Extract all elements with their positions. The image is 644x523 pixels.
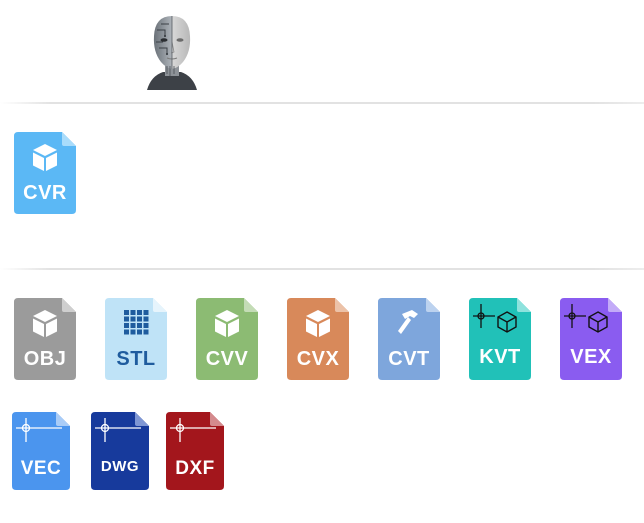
cube-icon: [196, 298, 258, 380]
file-type-label: CVT: [388, 348, 430, 370]
cvv-file-icon[interactable]: CVV: [196, 298, 258, 380]
crosshair-cube-icon: [469, 298, 531, 380]
file-type-label: STL: [116, 348, 156, 370]
stl-file-icon[interactable]: STL: [105, 298, 167, 380]
kvt-file-icon[interactable]: KVT: [469, 298, 531, 380]
vex-file-icon[interactable]: VEX: [560, 298, 622, 380]
section-divider: [0, 268, 644, 270]
crosshair-cube-icon: [560, 298, 622, 380]
file-type-label: OBJ: [23, 348, 67, 370]
cvt-file-icon[interactable]: CVT: [378, 298, 440, 380]
hammer-icon: [378, 298, 440, 380]
dxf-file-icon[interactable]: DXF: [166, 412, 224, 490]
crosshair-icon: [12, 412, 70, 490]
file-type-label: VEX: [570, 346, 612, 368]
cube-icon: [14, 298, 76, 380]
file-type-label: CVR: [23, 182, 67, 204]
crosshair-icon: [166, 412, 224, 490]
file-type-label: CVX: [296, 348, 340, 370]
robot-face-avatar-icon: [143, 12, 201, 90]
dwg-file-icon[interactable]: DWG: [91, 412, 149, 490]
file-type-label: CVV: [205, 348, 249, 370]
cube-icon: [287, 298, 349, 380]
cube-icon: [14, 132, 76, 214]
top-divider: [0, 102, 644, 104]
file-type-label: DWG: [100, 458, 140, 475]
file-type-label: KVT: [479, 346, 521, 368]
cvx-file-icon[interactable]: CVX: [287, 298, 349, 380]
vec-file-icon[interactable]: VEC: [12, 412, 70, 490]
obj-file-icon[interactable]: OBJ: [14, 298, 76, 380]
file-type-label: VEC: [20, 458, 62, 479]
file-type-label: DXF: [175, 458, 215, 479]
grid-icon: [105, 298, 167, 380]
cvr-file-icon[interactable]: CVR: [14, 132, 76, 214]
crosshair-icon: [91, 412, 149, 490]
